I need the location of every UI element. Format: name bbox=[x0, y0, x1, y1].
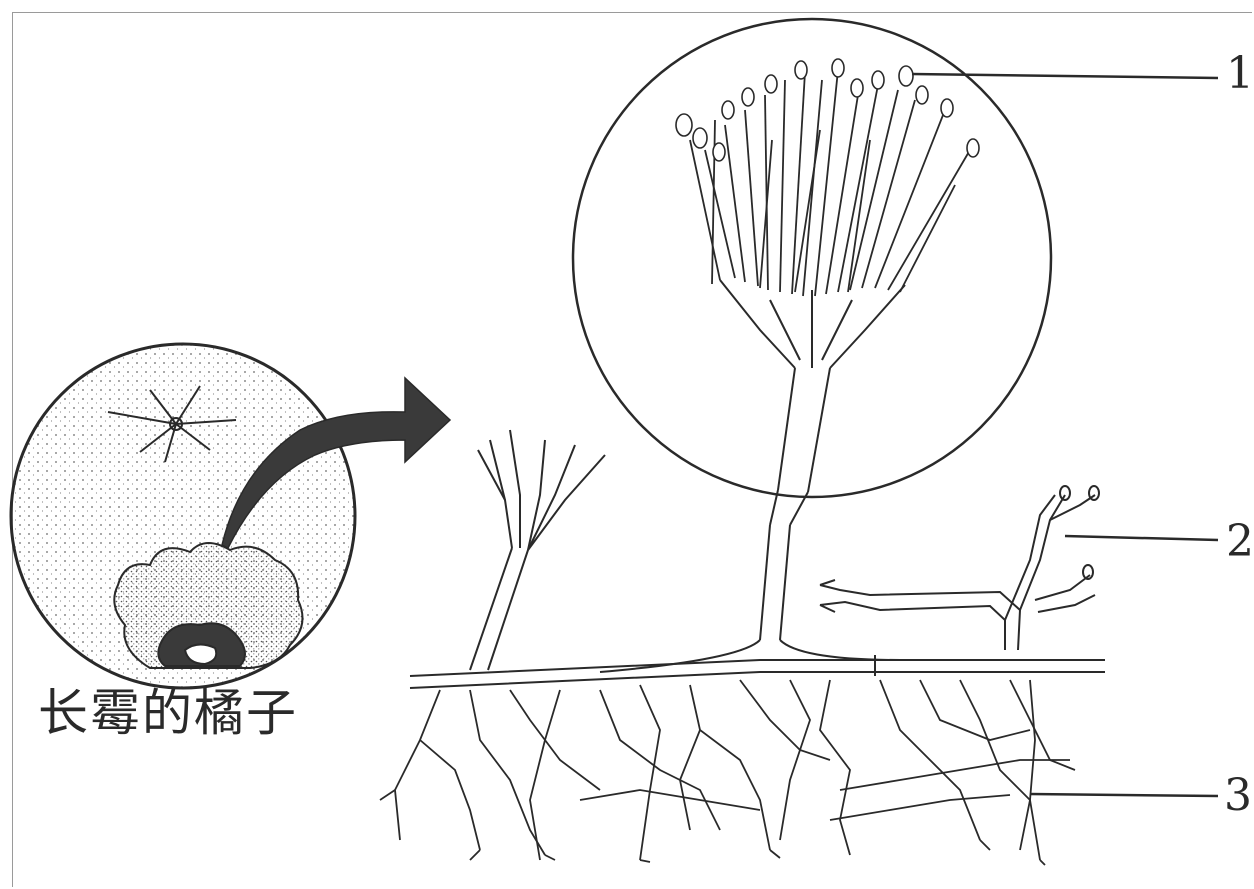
label-3-submerged-hyphae: 3 bbox=[1224, 774, 1252, 818]
magnified-view-circle bbox=[573, 19, 1051, 497]
leader-line-2 bbox=[1065, 536, 1218, 540]
orange bbox=[11, 344, 355, 688]
label-1-spores: 1 bbox=[1226, 52, 1254, 96]
aerial-hyphae bbox=[820, 486, 1099, 650]
leader-lines bbox=[912, 74, 1218, 796]
leader-line-3 bbox=[1030, 794, 1218, 796]
orange-caption: 长霉的橘子 bbox=[38, 688, 298, 738]
substrate-mycelium bbox=[410, 640, 1105, 688]
label-2-aerial-hyphae: 2 bbox=[1226, 520, 1254, 564]
leader-line-1 bbox=[912, 74, 1218, 78]
submerged-hyphae bbox=[380, 680, 1075, 865]
conidiophore-small bbox=[470, 430, 605, 670]
conidiophore-main bbox=[676, 59, 979, 640]
